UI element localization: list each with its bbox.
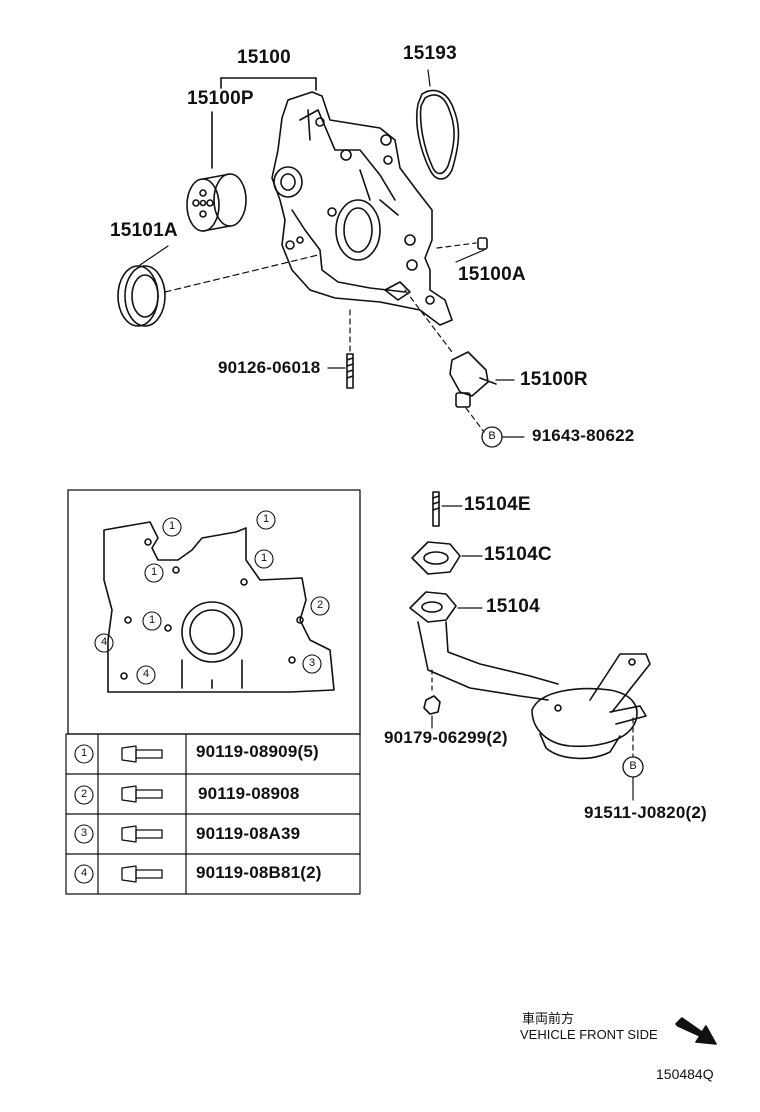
table-part-4: 90119-08B81(2) <box>196 863 322 882</box>
inset-marker-3: 3 <box>308 657 316 669</box>
part-label-15100: 15100 <box>237 47 291 68</box>
table-part-1: 90119-08909(5) <box>196 742 319 761</box>
leader-15100 <box>211 77 317 169</box>
front-direction-arrow <box>675 1017 717 1045</box>
stud-bolt <box>346 309 354 389</box>
inset-marker-1c: 1 <box>260 552 268 564</box>
part-label-15100r: 15100R <box>520 369 588 390</box>
inset-marker-1b: 1 <box>262 513 270 525</box>
strainer-nut <box>423 669 441 729</box>
part-label-90126-06018: 90126-06018 <box>218 358 321 377</box>
oil-strainer <box>409 591 651 760</box>
direction-label-en: VEHICLE FRONT SIDE <box>520 1027 658 1042</box>
inset-marker-1e: 1 <box>148 614 156 626</box>
table-marker-2: 2 <box>80 788 88 800</box>
bolt-table-grid <box>65 733 361 895</box>
part-label-15100p: 15100P <box>187 88 254 109</box>
oil-seal <box>117 265 166 327</box>
part-label-91511-j0820: 91511-J0820(2) <box>584 803 707 822</box>
strainer-stud <box>432 491 463 527</box>
callout-b-top: B <box>488 430 496 442</box>
callout-b-bottom: B <box>629 760 637 772</box>
part-label-15193: 15193 <box>403 43 457 64</box>
part-label-15101a: 15101A <box>110 220 178 241</box>
inset-marker-4b: 4 <box>142 668 150 680</box>
figure-id: 150484Q <box>656 1066 714 1082</box>
oil-pump-body <box>271 91 453 326</box>
part-label-15100a: 15100A <box>458 264 526 285</box>
inset-marker-1a: 1 <box>168 520 176 532</box>
table-marker-1: 1 <box>80 747 88 759</box>
part-label-15104: 15104 <box>486 596 540 617</box>
pump-rotor <box>186 173 247 232</box>
strainer-gasket <box>411 541 483 575</box>
part-label-90179-06299: 90179-06299(2) <box>384 728 508 747</box>
table-part-2: 90119-08908 <box>198 784 300 803</box>
dowel-pin <box>436 237 488 250</box>
table-part-3: 90119-08A39 <box>196 824 301 843</box>
inset-marker-1d: 1 <box>150 566 158 578</box>
inset-marker-2: 2 <box>316 599 324 611</box>
table-marker-4: 4 <box>80 867 88 879</box>
part-label-15104c: 15104C <box>484 544 552 565</box>
direction-label-jp: 車両前方 <box>522 1011 575 1026</box>
o-ring-gasket <box>415 89 460 180</box>
part-label-15104e: 15104E <box>464 494 531 515</box>
bolt-icons <box>121 745 163 883</box>
part-label-91643-80622: 91643-80622 <box>532 426 635 445</box>
bolt-location-inset <box>67 489 361 735</box>
sensor <box>404 289 497 408</box>
table-marker-3: 3 <box>80 827 88 839</box>
inset-marker-4a: 4 <box>100 636 108 648</box>
